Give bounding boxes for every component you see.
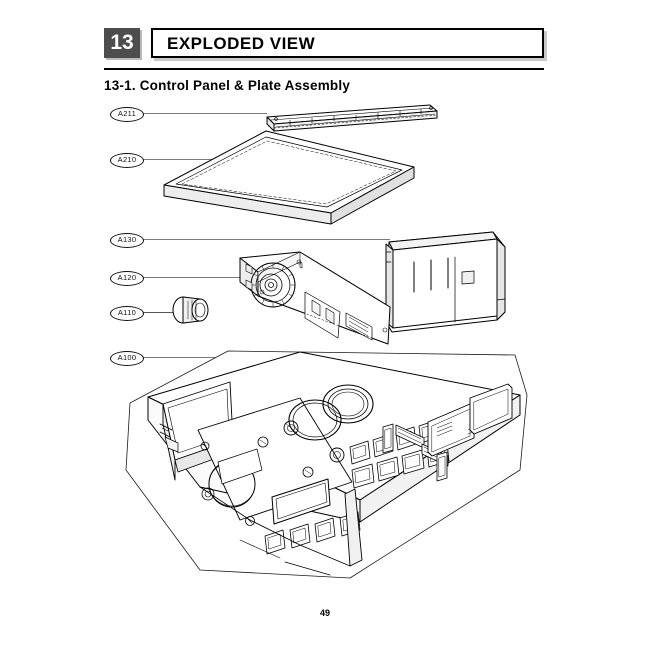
- panel-knob-rings: [288, 384, 374, 441]
- part-control-knob: [172, 296, 209, 324]
- page-number: 49: [319, 608, 330, 618]
- panel-display-face: [197, 397, 353, 526]
- callout-a130[interactable]: A130: [110, 233, 144, 248]
- panel-right-label-plates: [427, 383, 513, 457]
- callout-a110[interactable]: A110: [110, 306, 144, 321]
- panel-small-controls: [257, 420, 345, 478]
- leader-line-a210: [141, 159, 221, 160]
- header-divider: [104, 68, 544, 70]
- part-rear-cover-bracket: [385, 231, 506, 333]
- page-title: EXPLODED VIEW: [167, 34, 316, 53]
- leader-line-a211: [141, 113, 267, 114]
- callout-a100[interactable]: A100: [110, 351, 144, 366]
- page-header: 13 EXPLODED VIEW: [104, 28, 544, 62]
- part-top-plate: [163, 130, 415, 225]
- leader-line-a120: [141, 277, 241, 278]
- title-box: EXPLODED VIEW: [151, 28, 544, 58]
- callout-a120[interactable]: A120: [110, 271, 144, 286]
- callout-a211[interactable]: A211: [110, 107, 144, 122]
- leader-line-a130: [141, 239, 390, 240]
- part-control-panel-assembly: [125, 350, 528, 579]
- leader-line-a110: [141, 312, 182, 313]
- chapter-number-badge: 13: [104, 28, 140, 58]
- section-subtitle: 13-1. Control Panel & Plate Assembly: [104, 78, 351, 93]
- part-top-trim-rail: [266, 104, 438, 132]
- part-pcb-assembly: [239, 251, 391, 345]
- callout-a210[interactable]: A210: [110, 153, 144, 168]
